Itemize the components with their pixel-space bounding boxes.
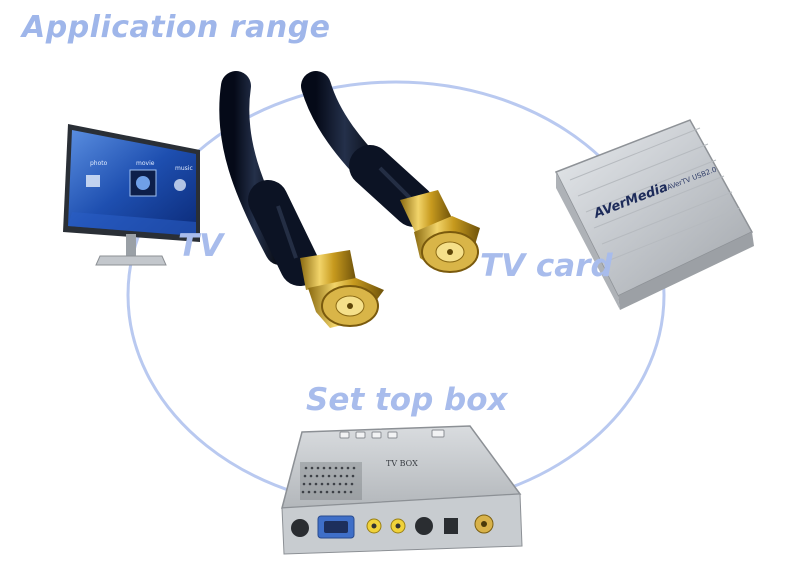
tv-card-image: AVerMedia AVerTV USB2.0 (554, 119, 754, 310)
monitor-image: photo movie music (63, 124, 200, 266)
label-tv-card: TV card (480, 248, 613, 284)
set-top-box-panel-label: TV BOX (386, 459, 418, 468)
label-set-top-box: Set top box (306, 382, 508, 418)
monitor-menu-movie: movie (136, 160, 155, 167)
page-title: Application range (22, 10, 331, 45)
monitor-menu-music: music (175, 165, 193, 172)
monitor-menu-photo: photo (90, 160, 108, 167)
coax-cable-image (219, 71, 480, 328)
set-top-box-image: TV BOX (281, 425, 523, 555)
label-tv: TV (178, 228, 224, 264)
